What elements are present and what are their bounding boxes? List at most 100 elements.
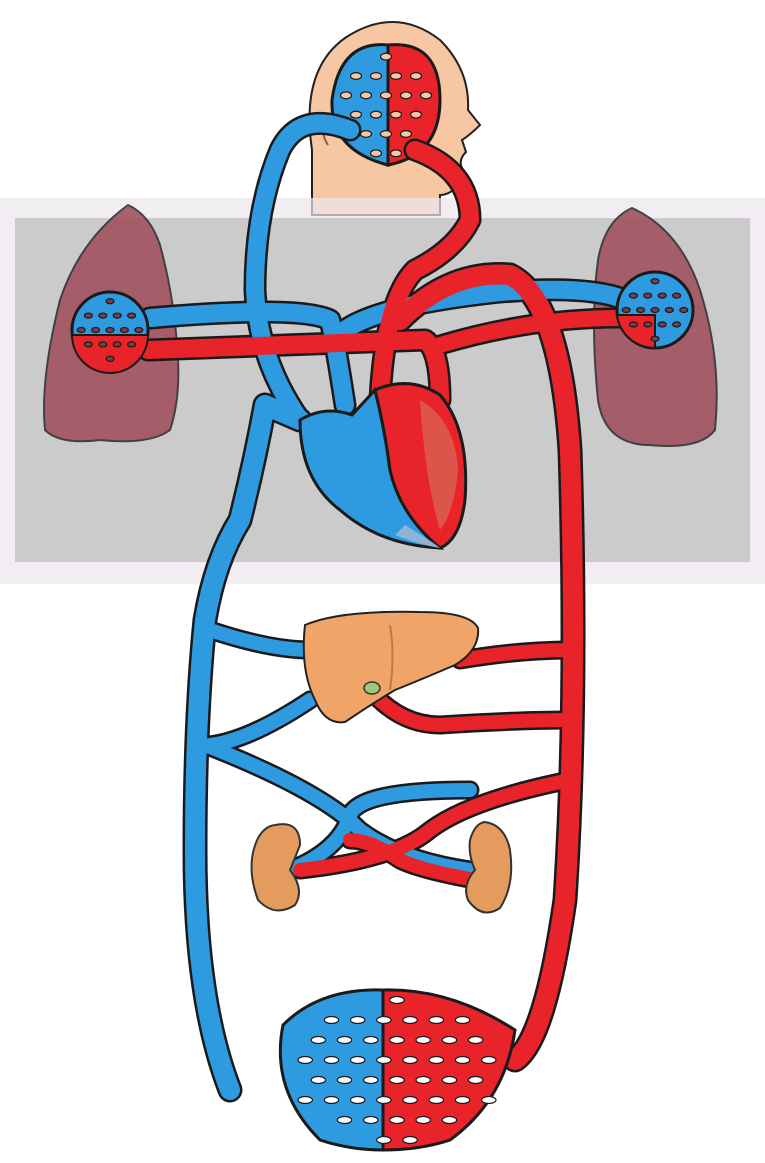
capillary-gap xyxy=(112,341,122,348)
capillary-gap xyxy=(389,149,403,158)
capillary-gap xyxy=(402,1055,418,1065)
capillary-gap xyxy=(657,321,667,328)
capillary-gap xyxy=(297,1095,314,1105)
capillary-gap xyxy=(369,72,383,80)
capillary-gap xyxy=(336,1075,353,1085)
capillary-gap xyxy=(643,321,653,328)
pulmonary-artery-left xyxy=(141,303,354,414)
capillary-gap xyxy=(650,306,660,314)
liver-lower-artery xyxy=(363,683,577,732)
capillary-gap xyxy=(467,1035,484,1045)
capillary-gap xyxy=(389,1075,405,1085)
capillary-gap xyxy=(339,91,353,100)
capillary-gap xyxy=(402,1095,418,1105)
capillary-gap xyxy=(419,91,433,100)
capillary-gap xyxy=(643,292,653,299)
vena-cava-from-head xyxy=(246,114,359,429)
capillary-gap xyxy=(127,312,137,319)
capillary-gap xyxy=(399,130,413,138)
capillary-gap xyxy=(127,341,137,348)
aorta-to-head xyxy=(371,141,479,409)
capillary-gap xyxy=(349,72,363,80)
liver-lobe-line xyxy=(389,624,394,691)
left-lung-capillary-bed xyxy=(70,290,150,374)
head-capillary-mesh xyxy=(339,52,433,158)
capillary-gap xyxy=(379,130,393,138)
right-lung-capillary-mesh xyxy=(621,278,689,342)
capillary-gap xyxy=(415,1115,432,1125)
capillary-gap xyxy=(310,1035,327,1045)
capillary-gap xyxy=(480,1095,497,1105)
pulmonary-artery-right xyxy=(336,280,634,339)
capillary-gap xyxy=(428,1015,445,1025)
left-kidney-shape xyxy=(250,823,302,912)
capillary-gap xyxy=(369,149,383,158)
capillary-gap xyxy=(389,1115,405,1125)
liver-vein xyxy=(203,623,317,657)
capillary-gap xyxy=(664,306,674,314)
capillary-gap xyxy=(349,110,363,119)
liver-artery xyxy=(453,643,577,667)
capillary-gap xyxy=(389,1035,405,1045)
kidney-vein-right xyxy=(283,783,477,877)
capillary-gap xyxy=(399,91,413,100)
capillary-gap xyxy=(454,1015,471,1025)
capillary-gap xyxy=(83,341,93,348)
capillary-gap xyxy=(657,292,667,299)
capillary-gap xyxy=(105,355,115,362)
capillary-gap xyxy=(441,1115,458,1125)
capillary-gap xyxy=(369,110,383,119)
capillary-gap xyxy=(119,326,129,334)
capillary-gap xyxy=(428,1095,445,1105)
capillary-gap xyxy=(454,1095,471,1105)
capillary-gap xyxy=(389,110,403,119)
capillary-gap xyxy=(323,1095,340,1105)
capillary-gap xyxy=(105,326,115,334)
right-kidney-shape xyxy=(465,820,513,914)
capillary-gap xyxy=(323,1055,340,1065)
capillary-gap xyxy=(376,1095,392,1105)
capillary-gap xyxy=(672,321,682,328)
capillary-gap xyxy=(76,326,86,334)
left-kidney xyxy=(250,823,302,912)
kidney-vein-left xyxy=(198,738,477,877)
capillary-gap xyxy=(349,1095,366,1105)
capillary-gap xyxy=(621,306,631,314)
right-lung-capillary-bed xyxy=(615,270,695,350)
capillary-gap xyxy=(389,995,405,1005)
capillary-gap xyxy=(323,1015,340,1025)
capillary-gap xyxy=(389,72,403,80)
pulmonary-vein-right xyxy=(432,310,628,353)
lower-capillary-arterial-half xyxy=(381,988,517,1152)
capillary-gap xyxy=(98,312,108,319)
capillary-gap xyxy=(650,335,660,342)
capillary-gap xyxy=(650,278,660,285)
capillary-gap xyxy=(409,110,423,119)
lower-body-capillary-bed xyxy=(278,988,517,1152)
capillary-gap xyxy=(349,1055,366,1065)
capillary-gap xyxy=(112,312,122,319)
blood-vessels xyxy=(136,111,637,1103)
capillary-gap xyxy=(402,1015,418,1025)
capillary-gap xyxy=(362,1115,379,1125)
capillary-gap xyxy=(105,298,115,305)
capillary-gap xyxy=(628,292,638,299)
capillary-gap xyxy=(441,1035,458,1045)
capillary-gap xyxy=(415,1035,432,1045)
pulmonary-vein-left xyxy=(139,331,449,409)
lower-capillary-mesh xyxy=(297,995,497,1145)
capillary-gap xyxy=(376,1055,392,1065)
capillary-gap xyxy=(441,1075,458,1085)
capillary-gap xyxy=(83,312,93,319)
capillary-gap xyxy=(91,326,101,334)
kidney-artery-right xyxy=(293,773,577,877)
gallbladder xyxy=(363,681,381,695)
capillary-gap xyxy=(310,1075,327,1085)
capillary-gap xyxy=(362,1035,379,1045)
capillary-gap xyxy=(480,1055,497,1065)
capillary-gap xyxy=(454,1055,471,1065)
capillary-gap xyxy=(679,306,689,314)
capillary-gap xyxy=(134,326,144,334)
lower-capillary-venous-half xyxy=(278,988,385,1152)
